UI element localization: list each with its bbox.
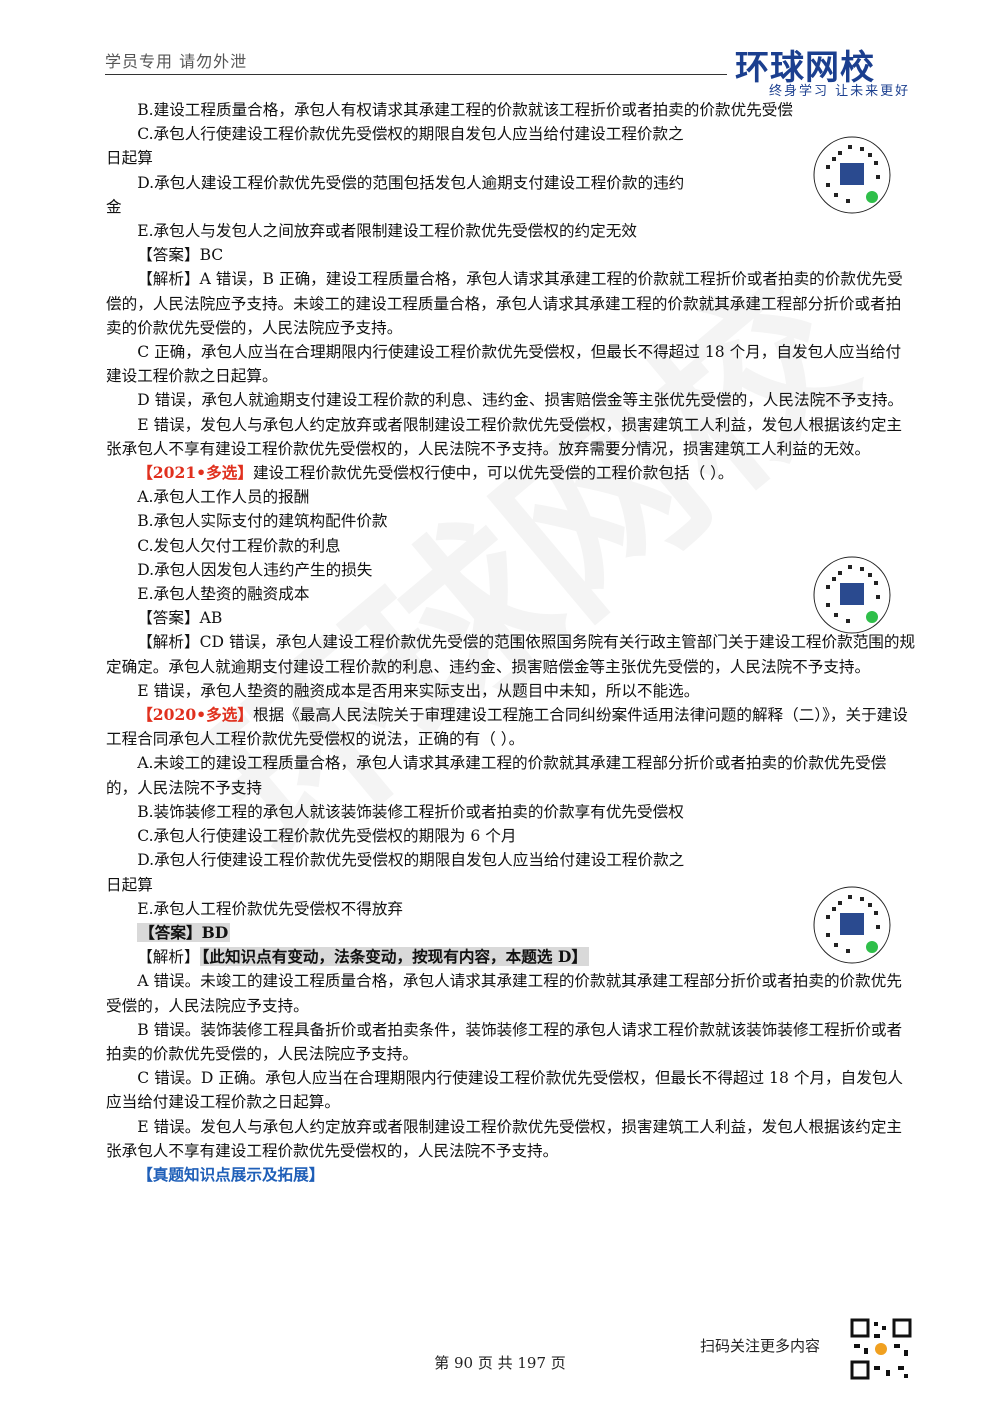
section-title: 【真题知识点展示及拓展】 <box>106 1163 916 1187</box>
question-2020-stem: 【2020•多选】根据《最高人民法院关于审理建设工程施工合同纠纷案件适用法律问题… <box>106 703 916 751</box>
option-line: E.承包人与发包人之间放弃或者限制建设工程价款优先受偿权的约定无效 <box>137 222 637 241</box>
brand-slogan: 终身学习 让未来更好 <box>769 84 911 99</box>
brand-logo: 环球网校 终身学习 让未来更好 <box>735 40 915 99</box>
mini-program-qr-icon[interactable] <box>812 555 892 635</box>
option-line: D.承包人因发包人违约产生的损失 <box>137 560 373 579</box>
change-note: 【此知识点有变动，法条变动，按现有内容，本题选 D】 <box>199 947 589 967</box>
page-number: 第 90 页 共 197 页 <box>434 1354 566 1372</box>
confidential-notice: 学员专用 请勿外泄 <box>105 52 248 71</box>
option-line: B.承包人实际支付的建筑构配件价款 <box>137 512 388 531</box>
analysis-header: 【解析】【此知识点有变动，法条变动，按现有内容，本题选 D】 <box>106 945 916 969</box>
mini-program-qr-icon[interactable] <box>812 885 892 965</box>
section-title-text: 【真题知识点展示及拓展】 <box>137 1164 325 1184</box>
option-line: B.装饰装修工程的承包人就该装饰装修工程折价或者拍卖的价款享有优先受偿权 <box>137 802 684 821</box>
document-body: B.建设工程质量合格，承包人有权请求其承建工程的价款就该工程折价或者拍卖的价款优… <box>106 98 916 1187</box>
analysis-paragraph: D 错误，承包人就逾期支付建设工程价款的利息、违约金、损害赔偿金等主张优先受偿的… <box>137 391 904 410</box>
analysis-paragraph: E 错误。发包人与承包人约定放弃或者限制建设工程价款优先受偿权，损害建筑工人利益… <box>106 1117 903 1160</box>
answer-highlight: 【答案】BD <box>137 922 231 942</box>
option-line: D.承包人行使建设工程价款优先受偿权的期限自发包人应当给付建设工程价款之 <box>137 851 685 870</box>
option-line: C.承包人行使建设工程价款优先受偿权的期限为 6 个月 <box>137 827 517 846</box>
footer-qr-code-icon[interactable] <box>850 1318 912 1380</box>
question-tag: 【2020•多选】 <box>137 705 253 725</box>
option-line: E.承包人工程价款优先受偿权不得放弃 <box>137 899 404 918</box>
question-tag: 【2021•多选】 <box>137 463 253 483</box>
option-line: C.承包人行使建设工程价款优先受偿权的期限自发包人应当给付建设工程价款之 <box>137 125 684 144</box>
analysis-paragraph: C 错误。D 正确。承包人应当在合理期限内行使建设工程价款优先受偿权，但最长不得… <box>106 1069 904 1112</box>
analysis-paragraph: E 错误，承包人垫资的融资成本是否用来实际支出，从题目中未知，所以不能选。 <box>137 681 700 700</box>
option-line: D.承包人建设工程价款优先受偿的范围包括发包人逾期支付建设工程价款的违约 <box>137 173 685 192</box>
analysis-paragraph: B 错误。装饰装修工程具备折价或者拍卖条件，装饰装修工程的承包人请求工程价款就该… <box>106 1020 903 1063</box>
option-line-continuation: 金 <box>106 197 122 216</box>
analysis-paragraph: 【解析】A 错误，B 正确，建设工程质量合格，承包人请求其承建工程的价款就工程折… <box>106 270 903 337</box>
analysis-paragraph: A 错误。未竣工的建设工程质量合格，承包人请求其承建工程的价款就其承建工程部分折… <box>106 972 902 1015</box>
scan-prompt: 扫码关注更多内容 <box>700 1337 821 1355</box>
option-line: A.承包人工作人员的报酬 <box>137 488 310 507</box>
option-line: B.建设工程质量合格，承包人有权请求其承建工程的价款就该工程折价或者拍卖的价款优… <box>137 101 793 119</box>
question-text: 建设工程价款优先受偿权行使中，可以优先受偿的工程价款包括（ ）。 <box>252 464 734 483</box>
option-line: E.承包人垫资的融资成本 <box>137 585 310 604</box>
mini-program-qr-icon[interactable] <box>812 135 892 215</box>
answer-line: 【答案】AB <box>137 609 223 628</box>
option-line-continuation: 日起算 <box>106 875 153 894</box>
option-line: A.未竣工的建设工程质量合格，承包人请求其承建工程的价款就其承建工程部分折价或者… <box>106 754 887 797</box>
analysis-paragraph: E 错误，发包人与承包人约定放弃或者限制建设工程价款优先受偿权，损害建筑工人利益… <box>106 415 903 458</box>
answer-line: 【答案】BD <box>106 921 916 945</box>
answer-line: 【答案】BC <box>137 246 224 265</box>
question-2021-stem: 【2021•多选】建设工程价款优先受偿权行使中，可以优先受偿的工程价款包括（ ）… <box>106 461 916 485</box>
analysis-paragraph: C 正确，承包人应当在合理期限内行使建设工程价款优先受偿权，但最长不得超过 18… <box>106 343 902 386</box>
analysis-paragraph: 【解析】CD 错误，承包人建设工程价款优先受偿的范围依照国务院有关行政主管部门关… <box>106 633 916 676</box>
option-line-continuation: 日起算 <box>106 149 153 168</box>
brand-name: 环球网校 <box>735 48 875 88</box>
analysis-label: 【解析】 <box>137 948 200 967</box>
header-rule <box>105 74 727 75</box>
page-header: 学员专用 请勿外泄 <box>105 48 910 78</box>
option-line: C.发包人欠付工程价款的利息 <box>137 536 341 555</box>
question-text: 根据《最高人民法院关于审理建设工程施工合同纠纷案件适用法律问题的解释（二）》，关… <box>106 706 908 749</box>
